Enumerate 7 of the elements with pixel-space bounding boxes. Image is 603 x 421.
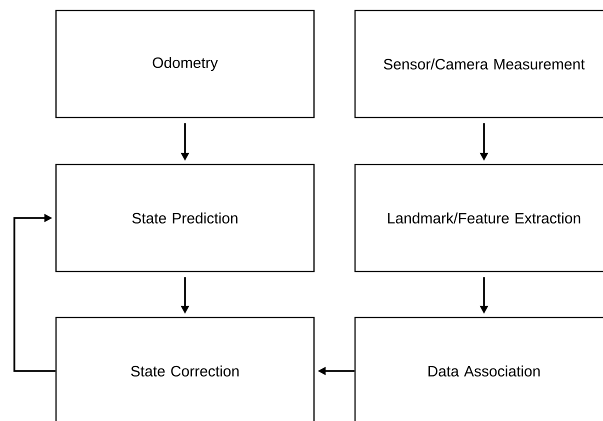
- arrow: [13, 214, 56, 372]
- process-box: State Correction: [55, 316, 315, 421]
- process-box: Odometry: [55, 10, 315, 118]
- process-box: Landmark/Feature Extraction: [354, 164, 603, 272]
- process-box: State Prediction: [55, 164, 315, 272]
- process-box: Sensor/Camera Measurement: [354, 10, 603, 118]
- process-box: Data Association: [354, 316, 603, 421]
